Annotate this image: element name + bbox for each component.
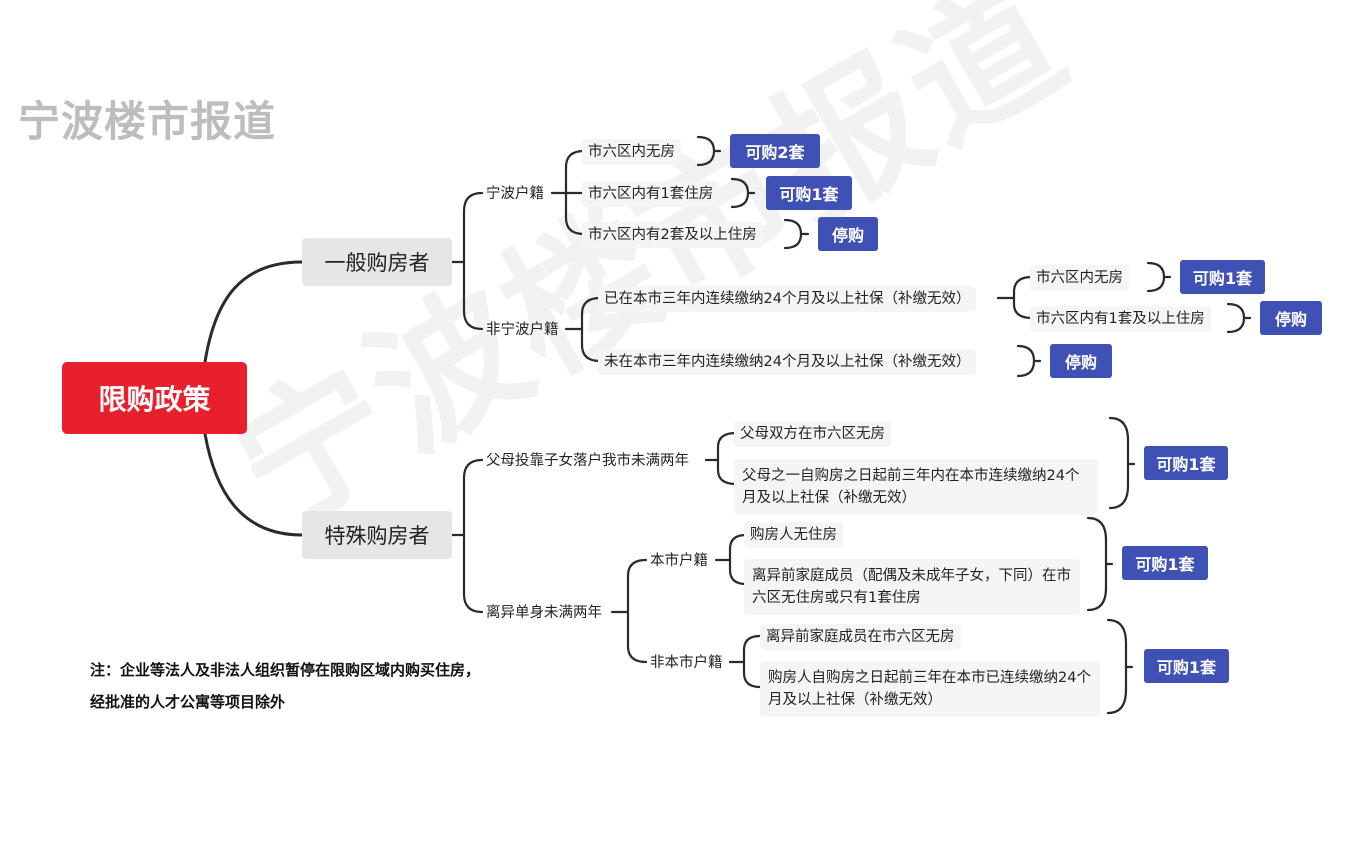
- nonlocal-cond-1: 离异前家庭成员在市六区无房: [760, 624, 961, 650]
- ningbo-item-1: 市六区内无房: [582, 139, 681, 165]
- root-node: 限购政策: [62, 362, 247, 434]
- nonlocal-hukou-node: 非本市户籍: [650, 655, 723, 671]
- result-badge: 可购1套: [1122, 546, 1208, 580]
- local-cond-1: 购房人无住房: [744, 522, 843, 548]
- special-buyers-node: 特殊购房者: [302, 511, 452, 559]
- nonningbo-paid-item-1: 市六区内无房: [1030, 265, 1129, 291]
- divorce-node: 离异单身未满两年: [486, 605, 602, 621]
- result-badge: 停购: [1260, 301, 1322, 335]
- general-buyers-node: 一般购房者: [302, 238, 452, 286]
- footnote: 注：企业等法人及非法人组织暂停在限购区域内购买住房， 经批准的人才公寓等项目除外: [90, 654, 480, 718]
- watermark-title: 宁波楼市报道: [18, 97, 277, 146]
- non-ningbo-hukou-node: 非宁波户籍: [486, 322, 559, 338]
- local-hukou-node: 本市户籍: [650, 553, 708, 569]
- footnote-line-1: 注：企业等法人及非法人组织暂停在限购区域内购买住房，: [90, 661, 481, 679]
- result-badge: 可购1套: [1144, 649, 1229, 683]
- footnote-line-2: 经批准的人才公寓等项目除外: [90, 693, 286, 711]
- ningbo-item-3: 市六区内有2套及以上住房: [582, 222, 763, 248]
- result-badge: 可购1套: [766, 176, 852, 210]
- nonlocal-cond-2: 购房人自购房之日起前三年在本市已连续缴纳24个月及以上社保（补缴无效）: [760, 661, 1100, 717]
- parents-cond-2: 父母之一自购房之日起前三年内在本市连续缴纳24个月及以上社保（补缴无效）: [734, 459, 1098, 515]
- nonningbo-paid-item-2: 市六区内有1套及以上住房: [1030, 306, 1211, 332]
- result-badge: 停购: [1050, 344, 1112, 378]
- result-badge: 可购2套: [730, 134, 820, 168]
- social-security-unpaid-node: 未在本市三年内连续缴纳24个月及以上社保（补缴无效）: [598, 349, 977, 375]
- result-badge: 可购1套: [1144, 446, 1228, 480]
- ningbo-hukou-node: 宁波户籍: [486, 186, 544, 202]
- local-cond-2: 离异前家庭成员（配偶及未成年子女，下同）在市六区无住房或只有1套住房: [744, 559, 1080, 615]
- parents-node: 父母投靠子女落户我市未满两年: [486, 453, 689, 469]
- ningbo-item-2: 市六区内有1套住房: [582, 181, 720, 207]
- parents-cond-1: 父母双方在市六区无房: [734, 421, 891, 447]
- result-badge: 可购1套: [1180, 260, 1265, 294]
- social-security-paid-node: 已在本市三年内连续缴纳24个月及以上社保（补缴无效）: [598, 286, 977, 312]
- result-badge: 停购: [818, 217, 878, 251]
